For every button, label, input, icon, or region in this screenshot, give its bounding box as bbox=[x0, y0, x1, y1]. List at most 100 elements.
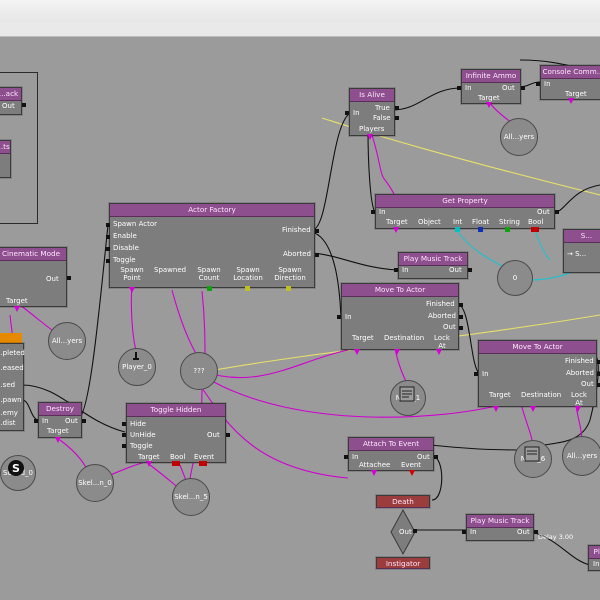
pin-in-label: In bbox=[352, 453, 359, 461]
pin-unhide[interactable] bbox=[122, 433, 126, 437]
pin-in[interactable] bbox=[337, 315, 341, 319]
node-console-command[interactable]: Console Comm... In Target bbox=[536, 65, 600, 100]
pin-in[interactable] bbox=[457, 86, 461, 90]
node-left-partial-small[interactable]: ...ts bbox=[0, 140, 11, 178]
pin-in-label: In bbox=[42, 417, 49, 425]
pin-out-label: Out bbox=[46, 275, 59, 283]
node-left-partial[interactable]: ...pleted ...eased ...sed ...pawn ...emy… bbox=[0, 343, 25, 431]
node-attach-to-event[interactable]: Attach To Event In Out Attachee Event bbox=[344, 437, 438, 471]
var-all-players-left[interactable]: All...yers bbox=[48, 322, 86, 360]
arrow-target bbox=[393, 227, 399, 233]
node-toggle-hidden[interactable]: Toggle Hidden Hide UnHide Toggle Out Tar… bbox=[122, 403, 230, 463]
pin-spawn-direction-box bbox=[286, 286, 291, 291]
var-unknown[interactable]: ??? bbox=[180, 352, 218, 390]
pin-in[interactable] bbox=[536, 82, 540, 86]
pin-out[interactable] bbox=[459, 326, 463, 330]
var-target-label: Target bbox=[565, 90, 587, 98]
arrow-players bbox=[367, 134, 373, 140]
var-spawned-label: Spawned bbox=[154, 266, 187, 274]
node-cinematic-mode[interactable]: Cinematic Mode Out Target bbox=[0, 247, 71, 307]
pin-out-label: Out bbox=[449, 266, 462, 274]
pin-false[interactable] bbox=[395, 116, 399, 120]
var-spawn-count-label: Spawn Count bbox=[197, 266, 221, 282]
node-move-to-actor-1[interactable]: Move To Actor In Finished Aborted Out Ta… bbox=[337, 283, 463, 350]
pin-hide[interactable] bbox=[122, 422, 126, 426]
pin-string-box bbox=[505, 227, 510, 232]
pin-in[interactable] bbox=[474, 372, 478, 376]
var-all-players-right[interactable]: All...yers bbox=[562, 436, 600, 476]
var-skeleton-0[interactable]: Skel...n_0 bbox=[76, 464, 114, 502]
pin-enable[interactable] bbox=[106, 235, 110, 239]
pin-out-label: Out bbox=[65, 417, 78, 425]
pin-out[interactable] bbox=[413, 529, 417, 533]
node-death-instigator[interactable]: Instigator bbox=[376, 557, 430, 569]
node-death-event[interactable]: Death bbox=[376, 495, 430, 508]
pin-toggle[interactable] bbox=[106, 259, 110, 263]
pin-float-box bbox=[478, 227, 483, 232]
node-actor-factory[interactable]: Actor Factory Spawn Actor Enable Disable… bbox=[106, 203, 319, 288]
player-pawn-icon bbox=[133, 352, 139, 360]
pin-out[interactable] bbox=[226, 433, 230, 437]
arrow-destination bbox=[530, 406, 536, 412]
arrow-target bbox=[486, 102, 492, 108]
pin-in-label: In bbox=[402, 266, 409, 274]
pin-out-label: Out bbox=[581, 380, 594, 388]
node-infinite-ammo[interactable]: Infinite Ammo In Out Target bbox=[457, 69, 525, 104]
pin-out[interactable] bbox=[534, 530, 538, 534]
pin-finished[interactable] bbox=[597, 360, 600, 364]
node-title: Attach To Event bbox=[349, 438, 433, 451]
var-player-0[interactable]: Player_0 bbox=[118, 348, 156, 386]
pin-in[interactable] bbox=[344, 455, 348, 459]
pin-in[interactable] bbox=[371, 210, 375, 214]
node-title: Death bbox=[377, 496, 429, 508]
node-get-property[interactable]: Get Property In Out Target Object Int Fl… bbox=[371, 194, 559, 229]
pin-true[interactable] bbox=[395, 106, 399, 110]
var-destination-label: Destination bbox=[384, 334, 425, 342]
node-left-track[interactable]: ...ack Out bbox=[0, 87, 26, 115]
node-destroy[interactable]: Destroy In Out Target bbox=[34, 402, 86, 438]
pin-out[interactable] bbox=[597, 383, 600, 387]
comment-frame[interactable] bbox=[0, 72, 38, 224]
node-far-right-partial[interactable]: Pl.. In bbox=[588, 545, 600, 571]
node-right-partial[interactable]: S... → S... bbox=[563, 229, 600, 273]
pin-out[interactable] bbox=[555, 210, 559, 214]
pin-out[interactable] bbox=[67, 276, 71, 280]
pin-in[interactable] bbox=[394, 268, 398, 272]
var-spawn-location-label: Spawn Location bbox=[233, 266, 263, 282]
var-int-zero[interactable]: 0 bbox=[497, 260, 533, 296]
pin-out[interactable] bbox=[22, 103, 26, 107]
var-all-players-top[interactable]: All...yers bbox=[500, 118, 538, 156]
pin-out[interactable] bbox=[82, 419, 86, 423]
pin-finished[interactable] bbox=[459, 303, 463, 307]
pin-in[interactable] bbox=[345, 111, 349, 115]
pin-in[interactable] bbox=[34, 419, 38, 423]
pin-out[interactable] bbox=[434, 455, 438, 459]
pin-out[interactable] bbox=[468, 268, 472, 272]
var-target-label: Target bbox=[138, 453, 160, 461]
node-play-music-track-1[interactable]: Play Music Track In Out bbox=[394, 252, 472, 279]
pin-toggle[interactable] bbox=[122, 444, 126, 448]
pin-aborted[interactable] bbox=[315, 253, 319, 257]
node-move-to-actor-2[interactable]: Move To Actor In Finished Aborted Out Ta… bbox=[474, 340, 600, 407]
pin-aborted[interactable] bbox=[459, 315, 463, 319]
var-instigator-label: Instigator bbox=[377, 558, 429, 569]
var-players-label: Players bbox=[359, 125, 385, 133]
node-title: Actor Factory bbox=[110, 204, 314, 217]
arrow-target bbox=[14, 306, 20, 312]
pin-in[interactable] bbox=[462, 530, 466, 534]
pin-spawn-actor[interactable] bbox=[106, 223, 110, 227]
death-event-diamond[interactable] bbox=[389, 508, 417, 556]
pin-out[interactable] bbox=[521, 86, 525, 90]
node-title: ...ack bbox=[0, 88, 21, 101]
var-destination-label: Destination bbox=[521, 391, 562, 399]
node-play-music-track-2[interactable]: Play Music Track In Out bbox=[462, 514, 538, 541]
pin-toggle-label: Toggle bbox=[113, 256, 136, 264]
pin-disable[interactable] bbox=[106, 247, 110, 251]
var-skeleton-1[interactable]: Skel...n_5 bbox=[172, 478, 210, 516]
node-is-alive[interactable]: Is Alive In True False Players bbox=[345, 88, 399, 136]
pin-finished[interactable] bbox=[315, 229, 319, 233]
pin-aborted[interactable] bbox=[597, 372, 600, 376]
arrow-lock-at bbox=[436, 349, 442, 355]
var-lock-at-label: Lock At bbox=[434, 334, 450, 350]
